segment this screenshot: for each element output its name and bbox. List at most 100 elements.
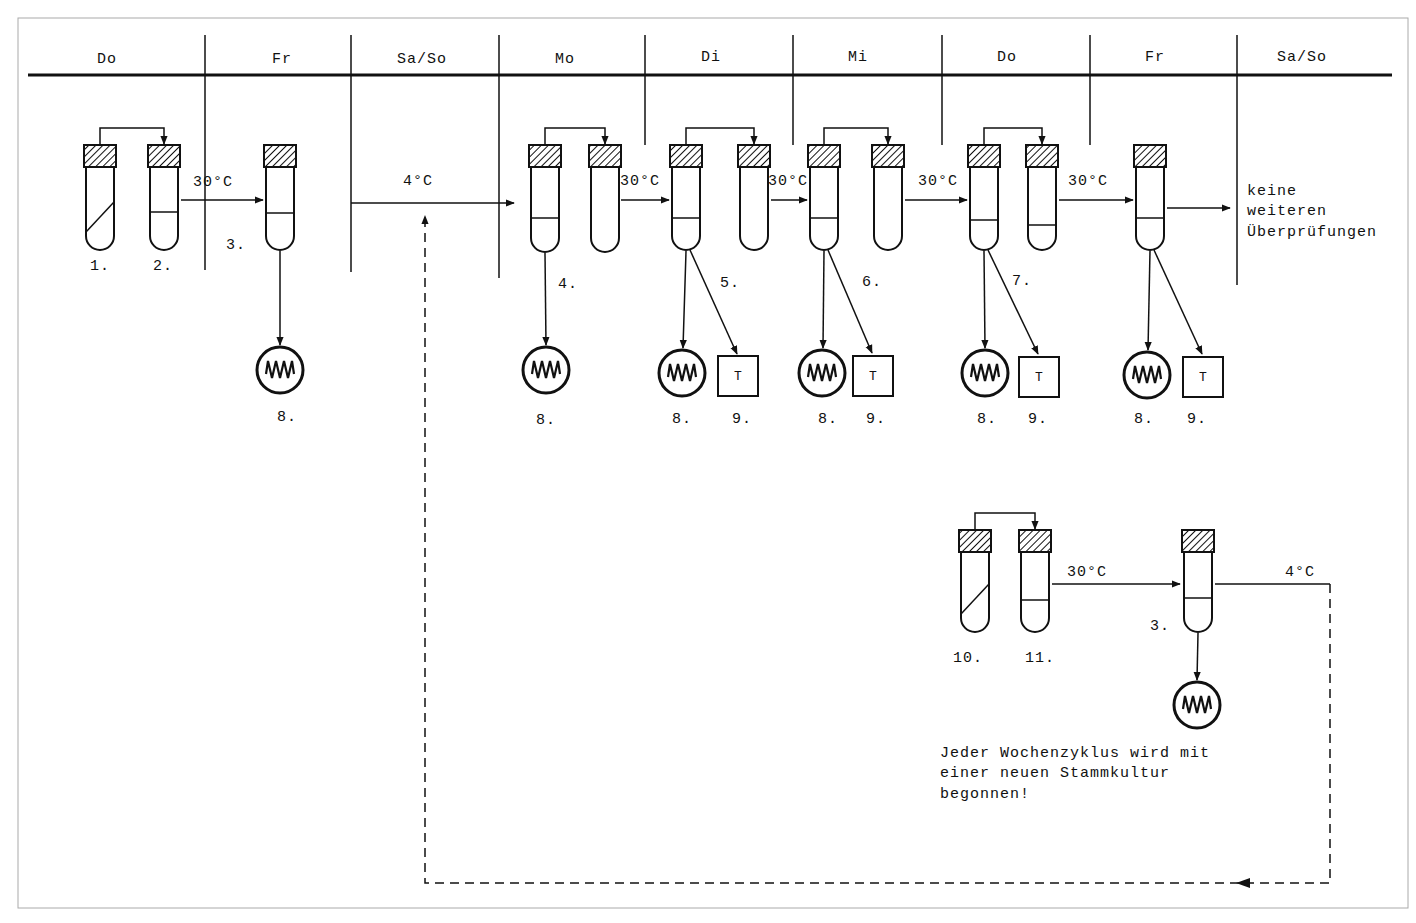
culture-plate (1124, 352, 1170, 398)
day-header: Di (701, 48, 721, 68)
culture-plate (257, 347, 303, 393)
flow-arrow (621, 199, 669, 201)
test-box: T (852, 355, 894, 397)
temperature-label: 30°C (918, 172, 958, 192)
step-number: 8. (672, 410, 692, 430)
flow-arrow (1215, 583, 1330, 585)
transfer-arrow (984, 128, 1042, 145)
test-box: T (717, 355, 759, 397)
test-tube (84, 145, 116, 250)
temperature-label: 4°C (403, 172, 433, 192)
test-tube (148, 145, 180, 250)
flow-arrow (545, 253, 546, 345)
temperature-label: 30°C (768, 172, 808, 192)
flow-arrow (1167, 207, 1230, 209)
day-divider (1236, 35, 1238, 285)
flow-arrow (279, 251, 281, 345)
step-number: 11. (1025, 649, 1055, 669)
day-header: Do (997, 48, 1017, 68)
day-divider (792, 35, 794, 145)
step-number: 4. (558, 275, 578, 295)
flow-arrow (984, 251, 985, 348)
day-divider (941, 35, 943, 145)
day-header: Fr (272, 50, 292, 70)
flow-arrow (1148, 251, 1150, 350)
temperature-label: 30°C (193, 173, 233, 193)
test-tube (872, 145, 904, 250)
step-number: 2. (153, 257, 173, 277)
flow-arrow (683, 251, 686, 348)
test-mark: T (1199, 370, 1207, 385)
transfer-arrow (686, 128, 754, 145)
culture-plate (1174, 682, 1220, 728)
transfer-arrow (100, 128, 164, 145)
flow-arrow (690, 250, 737, 354)
note: keine weiteren Überprüfungen (1247, 182, 1387, 243)
arrowhead (1236, 878, 1250, 888)
flow-arrow (1197, 633, 1198, 680)
temperature-label: 30°C (1068, 172, 1108, 192)
flow-arrow (828, 250, 872, 353)
temperature-label: 30°C (620, 172, 660, 192)
step-number: 9. (1187, 410, 1207, 430)
culture-plate (962, 350, 1008, 396)
culture-plate (659, 350, 705, 396)
temperature-label: 30°C (1067, 563, 1107, 583)
test-tube (1134, 145, 1166, 250)
step-number: 8. (818, 410, 838, 430)
flow-arrow (988, 250, 1038, 354)
test-tube (968, 145, 1000, 250)
step-number: 8. (277, 408, 297, 428)
step-number: 3. (226, 236, 246, 256)
flow-arrow (181, 199, 263, 201)
step-number: 5. (720, 274, 740, 294)
test-tube (589, 145, 621, 252)
step-number: 8. (977, 410, 997, 430)
test-box: T (1018, 356, 1060, 398)
day-header: Do (97, 50, 117, 70)
day-divider (644, 35, 646, 145)
day-header: Fr (1145, 48, 1165, 68)
step-number: 9. (1028, 410, 1048, 430)
test-mark: T (734, 369, 742, 384)
step-number: 6. (862, 273, 882, 293)
flow-arrow (351, 202, 514, 204)
test-mark: T (1035, 370, 1043, 385)
test-tube (1182, 530, 1214, 632)
flow-arrow (771, 199, 807, 201)
day-divider (498, 35, 500, 278)
transfer-arrow (975, 513, 1035, 530)
step-number: 9. (866, 410, 886, 430)
day-header: Sa/So (397, 50, 447, 70)
step-number: 8. (536, 411, 556, 431)
return-loop (425, 216, 1330, 883)
step-number: 8. (1134, 410, 1154, 430)
transfer-arrow (824, 128, 888, 145)
culture-plate (523, 347, 569, 393)
day-header: Mo (555, 50, 575, 70)
day-header: Sa/So (1277, 48, 1327, 68)
step-number: 10. (953, 649, 983, 669)
test-tube (808, 145, 840, 250)
flow-arrow (1059, 199, 1133, 201)
step-number: 1. (90, 257, 110, 277)
frame (18, 18, 1408, 908)
temperature-label: 4°C (1285, 563, 1315, 583)
test-tube (1019, 530, 1051, 632)
note: Jeder Wochenzyklus wird mit einer neuen … (940, 744, 1240, 805)
test-tube (1026, 145, 1058, 250)
day-header: Mi (848, 48, 868, 68)
test-mark: T (869, 369, 877, 384)
test-tube (738, 145, 770, 250)
test-tube (670, 145, 702, 250)
transfer-arrow (545, 128, 605, 145)
test-tube (529, 145, 561, 252)
step-number: 9. (732, 410, 752, 430)
flow-arrow (905, 199, 967, 201)
flow-arrow (1154, 250, 1202, 354)
header-rule (28, 74, 1392, 77)
step-number: 7. (1012, 272, 1032, 292)
step-number: 3. (1150, 617, 1170, 637)
day-divider (1089, 35, 1091, 145)
